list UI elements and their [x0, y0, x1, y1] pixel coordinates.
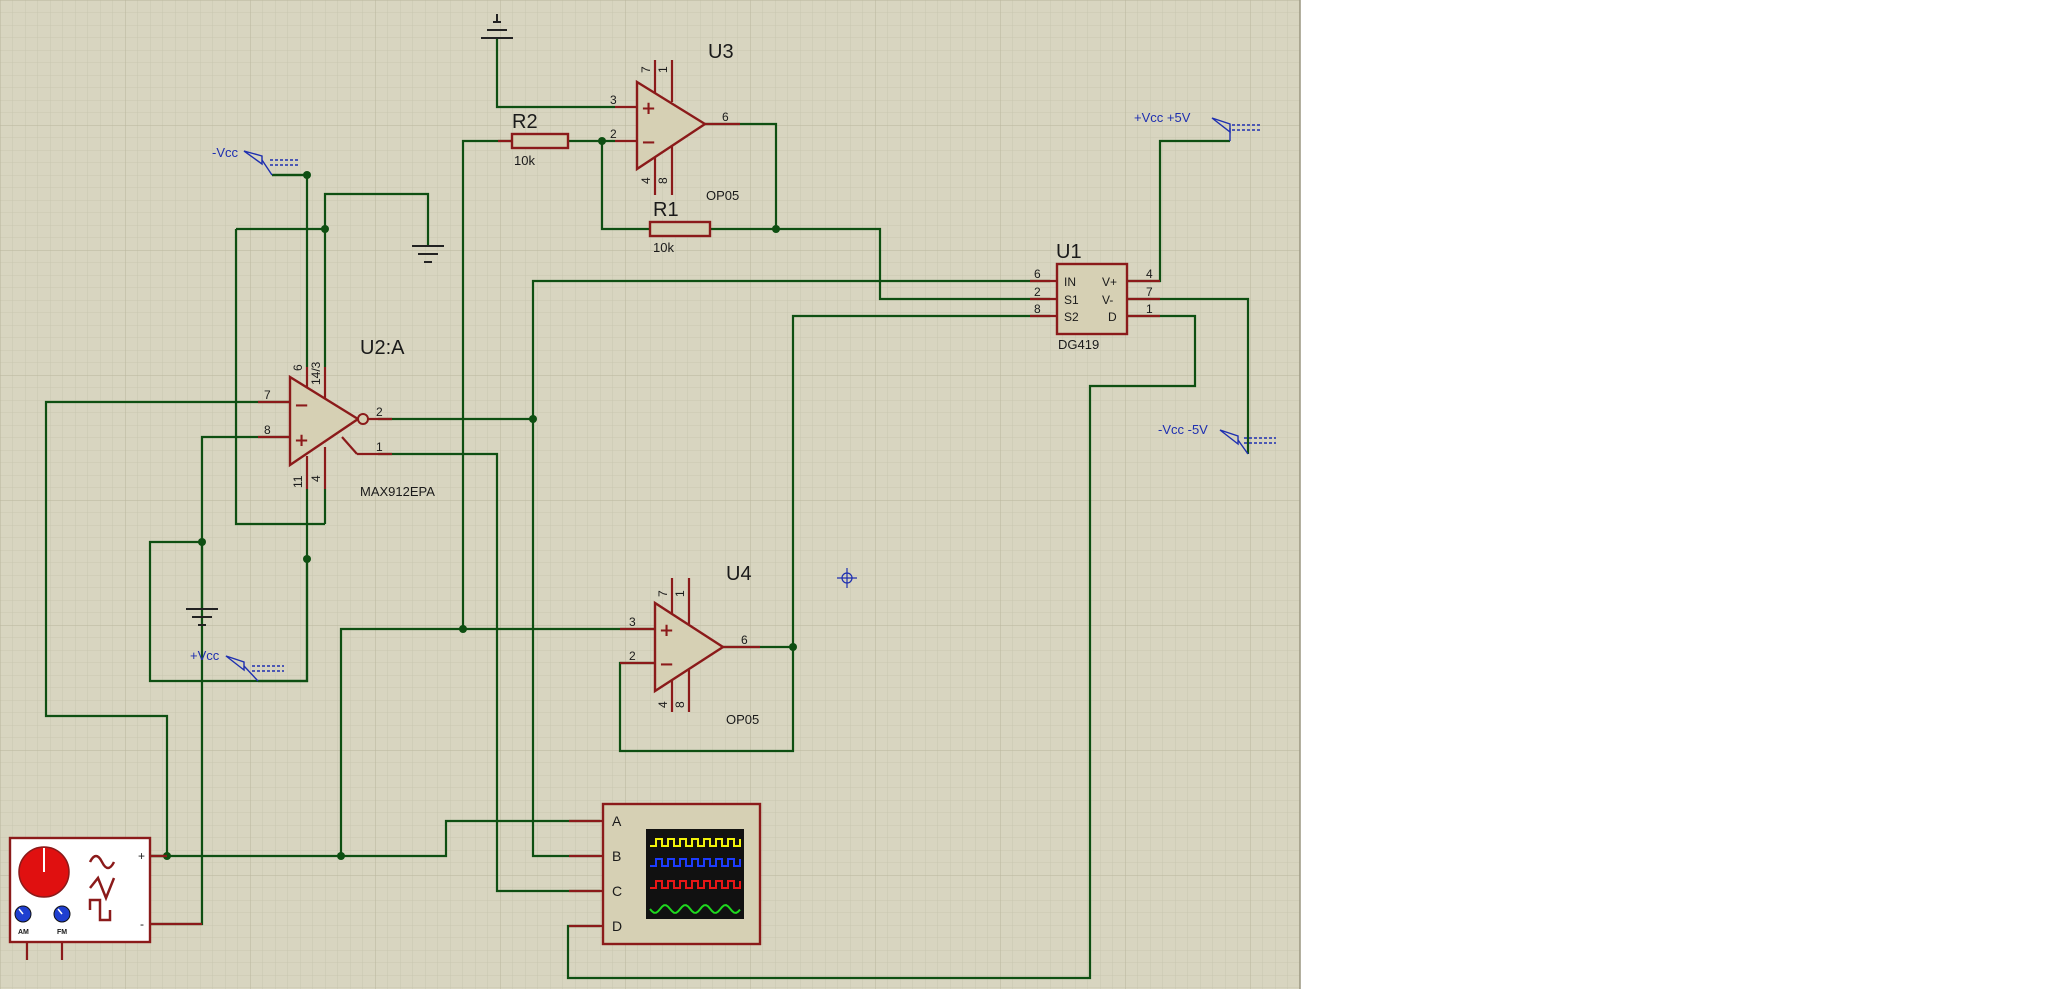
u4-plus: +: [659, 620, 674, 641]
u2a-pin-14-3: 14/3: [309, 361, 323, 385]
u4-pin-3: 3: [629, 615, 636, 629]
u4-ref: U4: [726, 563, 752, 585]
u4-pin-7: 7: [656, 590, 670, 597]
rail-pos-vcc[interactable]: +Vcc: [190, 648, 284, 682]
wires: [44, 38, 1250, 980]
u2a-pin-6: 6: [291, 364, 305, 371]
u1-label-vplus: V+: [1102, 275, 1117, 289]
u3-pin-4: 4: [639, 177, 653, 184]
r1-ref: R1: [653, 199, 679, 221]
scope-trace-c: [650, 880, 741, 889]
rail-pos-vcc-label: +Vcc: [190, 648, 220, 663]
scope-screen: [646, 829, 744, 919]
scope-trace-d: [649, 904, 741, 914]
ground-symbol-mid: [412, 245, 444, 263]
rail-pos-5v-label: +Vcc +5V: [1134, 110, 1191, 125]
gen-terminal-plus: +: [138, 849, 145, 863]
rail-neg-5v[interactable]: -Vcc -5V: [1158, 422, 1276, 455]
u4-pin-8: 8: [673, 701, 687, 708]
scope-traces: [649, 838, 741, 914]
u4-minus: −: [659, 654, 674, 675]
u2a-part: MAX912EPA: [360, 484, 435, 499]
resistor-r1[interactable]: R1 10k: [648, 199, 712, 255]
r2-ref: R2: [512, 111, 538, 133]
u4-pin-1: 1: [673, 590, 687, 597]
u2a-ref: U2:A: [360, 337, 405, 359]
opamp-u3[interactable]: + − 3 2 6 7 1 4 8 U3 OP05: [610, 41, 740, 203]
u1-label-s1: S1: [1064, 293, 1079, 307]
r2-value: 10k: [514, 153, 535, 168]
u1-label-d: D: [1108, 310, 1117, 324]
u2a-pin-2: 2: [376, 405, 383, 419]
u3-plus: +: [641, 98, 656, 119]
scope-channel-b: B: [612, 848, 621, 864]
u2a-pin-7: 7: [264, 388, 271, 402]
u3-pin-3: 3: [610, 93, 617, 107]
gen-terminal-minus: -: [140, 917, 144, 931]
rail-neg-5v-label: -Vcc -5V: [1158, 422, 1208, 437]
u3-part: OP05: [706, 188, 739, 203]
scope-trace-b: [650, 858, 741, 867]
ground-symbol-left: [186, 608, 218, 626]
u1-label-vminus: V-: [1102, 293, 1113, 307]
u4-part: OP05: [726, 712, 759, 727]
u1-pin-2: 2: [1034, 285, 1041, 299]
scope-trace-a: [650, 838, 741, 847]
u3-pin-6: 6: [722, 110, 729, 124]
u1-pin-4: 4: [1146, 267, 1153, 281]
resistor-r2[interactable]: R2 10k: [498, 111, 570, 168]
opamp-u4[interactable]: + − 3 2 6 7 1 4 8 U4 OP05: [620, 563, 760, 727]
u4-pin-6: 6: [741, 633, 748, 647]
crosshair-icon: [837, 568, 857, 588]
ground-symbol-top: [481, 14, 513, 39]
u3-ref: U3: [708, 41, 734, 63]
u1-label-in: IN: [1064, 275, 1076, 289]
u3-minus: −: [641, 132, 656, 153]
u3-pin-8: 8: [656, 177, 670, 184]
u2a-pin-1: 1: [376, 440, 383, 454]
u1-part: DG419: [1058, 337, 1099, 352]
u2a-pin-8: 8: [264, 423, 271, 437]
u1-pin-6: 6: [1034, 267, 1041, 281]
r1-value: 10k: [653, 240, 674, 255]
am-label: AM: [18, 929, 29, 936]
u1-pin-7: 7: [1146, 285, 1153, 299]
fm-label: FM: [57, 929, 67, 936]
junctions: [163, 137, 797, 860]
scope-channel-c: C: [612, 883, 622, 899]
rail-neg-vcc-label: -Vcc: [212, 145, 239, 160]
oscilloscope[interactable]: A B C D: [569, 802, 762, 946]
u1-ref: U1: [1056, 241, 1082, 263]
u1-label-s2: S2: [1064, 310, 1079, 324]
u1-pin-8: 8: [1034, 302, 1041, 316]
switch-u1-dg419[interactable]: IN S1 S2 V+ V- D 6 2 8 4 7 1 U1 DG419: [1030, 241, 1160, 352]
signal-generator[interactable]: + - AM FM: [8, 836, 202, 960]
u1-pin-1: 1: [1146, 302, 1153, 316]
u3-pin-1: 1: [656, 66, 670, 73]
u4-pin-2: 2: [629, 649, 636, 663]
rail-pos-5v[interactable]: +Vcc +5V: [1134, 110, 1262, 141]
comparator-u2a[interactable]: − + 7 8 2 1 6 14/3 11 4 U2:A MAX912EPA: [258, 337, 435, 499]
u3-pin-2: 2: [610, 127, 617, 141]
scope-channel-a: A: [612, 813, 622, 829]
scope-channel-d: D: [612, 918, 622, 934]
u2a-pin-11: 11: [291, 475, 305, 488]
u2a-plus: +: [294, 430, 309, 451]
u3-pin-7: 7: [639, 66, 653, 73]
rail-neg-vcc[interactable]: -Vcc: [212, 145, 300, 176]
u4-pin-4: 4: [656, 701, 670, 708]
u2a-minus: −: [294, 395, 309, 416]
waveform-icon: [88, 854, 116, 922]
u2a-pin-4: 4: [309, 475, 323, 482]
